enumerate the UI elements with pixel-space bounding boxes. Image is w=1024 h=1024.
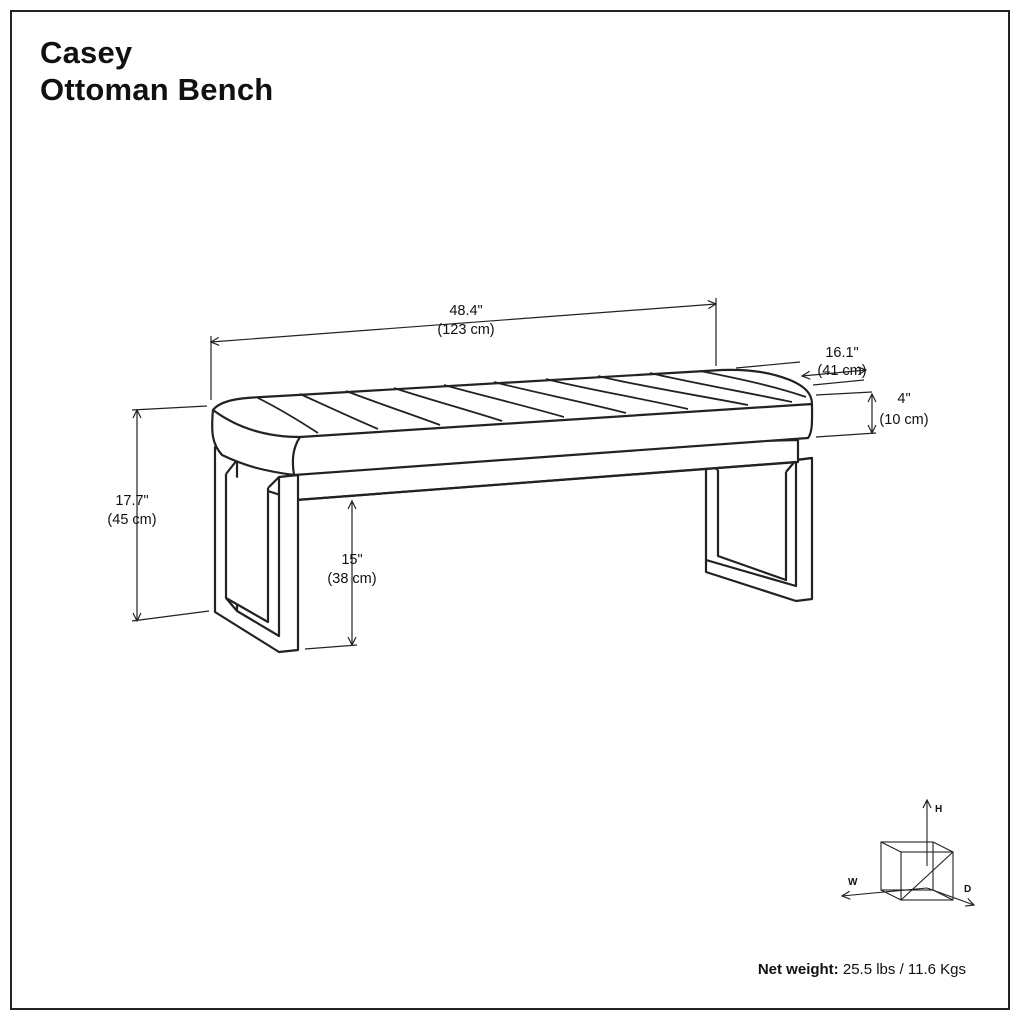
- height-inches-label: 17.7": [115, 493, 148, 509]
- depth-inches-label: 16.1": [825, 345, 858, 361]
- border-frame: [10, 10, 1010, 1010]
- net-weight-label: Net weight:: [757, 961, 839, 978]
- net-weight-value: 25.5 lbs / 11.6 Kgs: [842, 961, 966, 978]
- left-leg: [213, 445, 300, 654]
- product-title: Casey Ottoman Bench: [40, 34, 273, 108]
- under-height-inches-label: 15": [341, 552, 362, 568]
- width-inches-label: 48.4": [449, 303, 482, 319]
- dimension-lines: [131, 298, 876, 650]
- under-height-cm-label: (38 cm): [327, 571, 376, 587]
- net-weight: Net weight: 25.5 lbs / 11.6 Kgs: [758, 961, 966, 978]
- title-line-1: Casey: [40, 35, 133, 70]
- dimension-labels: 48.4" (123 cm) 16.1" (41 cm) 4" (10 cm) …: [107, 303, 928, 587]
- width-axis: [842, 887, 928, 896]
- axis-h-label: H: [935, 804, 942, 815]
- cushion-cm-label: (10 cm): [879, 412, 928, 428]
- width-cm-label: (123 cm): [437, 322, 494, 338]
- right-leg: [704, 456, 814, 603]
- bench-illustration: [211, 368, 814, 654]
- seat-cushion: [211, 368, 814, 477]
- title-line-2: Ottoman Bench: [40, 72, 274, 107]
- height-cm-label: (45 cm): [107, 512, 156, 528]
- cushion-inches-label: 4": [897, 391, 910, 407]
- orientation-cube-icon: [842, 800, 974, 905]
- axis-w-label: W: [848, 877, 858, 888]
- depth-axis: [926, 887, 974, 905]
- axis-d-label: D: [964, 884, 971, 895]
- depth-cm-label: (41 cm): [817, 363, 866, 379]
